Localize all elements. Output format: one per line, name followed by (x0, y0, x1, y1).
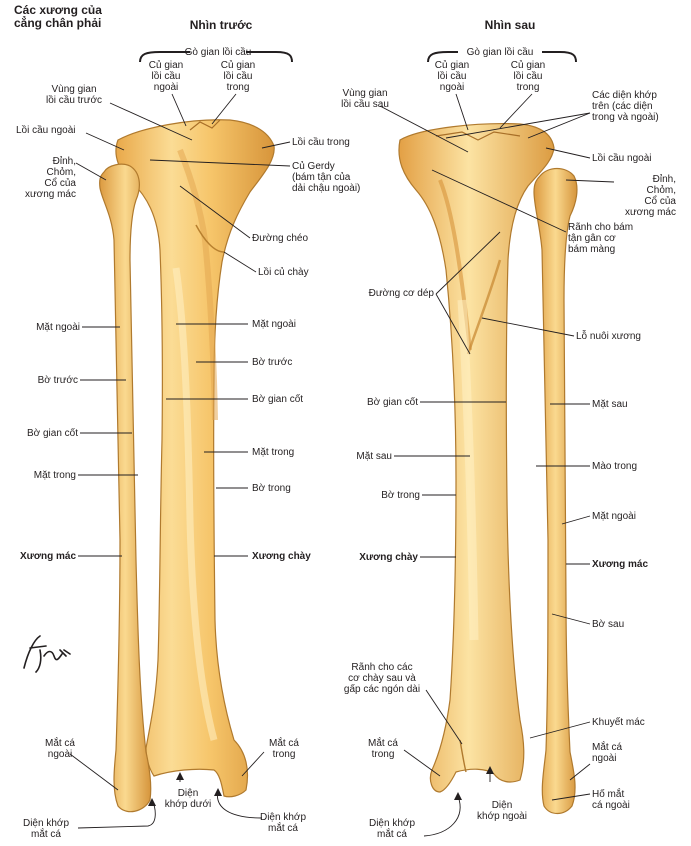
ant-lateral-intercondylar-tubercle-label: Củ gian lồi cầu ngoài (148, 60, 184, 93)
ant-fibula-medial-surface-label: Mặt trong (33, 470, 76, 481)
post-semimembranosus-groove-label: Rãnh cho bám tận gân cơ bám màng (568, 222, 634, 255)
posterior-fibula (533, 167, 578, 815)
posterior-tibia (398, 123, 555, 793)
ant-fibula-interosseous-border-label: Bờ gian cốt (26, 428, 78, 439)
ant-inferior-articular-surface-label: Diện khớp dưới (164, 788, 212, 810)
anterior-eminence-bracket (139, 51, 293, 63)
post-fibula-lateral-surface-label: Mặt ngoài (592, 511, 636, 522)
ant-medial-malleolus-label: Mắt cá trong (268, 738, 299, 760)
post-fibula-label: Xương mác (592, 559, 649, 570)
ant-tibia-label: Xương chày (252, 551, 311, 562)
post-tibia-interosseous-border-label: Bờ gian cốt (366, 397, 418, 408)
ant-oblique-line-label: Đường chéo (252, 233, 309, 244)
ant-tibia-lateral-surface-label: Mặt ngoài (252, 319, 296, 330)
post-medial-intercondylar-tubercle-label: Củ gian lồi cầu trong (510, 60, 546, 93)
post-tibia-medial-border-label: Bờ trong (381, 490, 420, 501)
ant-fibula-anterior-border-label: Bờ trước (37, 375, 78, 386)
anterior-tibia (115, 119, 275, 798)
post-fibula-head-label: Đỉnh, Chỏm, Cổ của xương mác (624, 174, 676, 218)
post-lateral-condyle-label: Lồi cầu ngoài (592, 153, 652, 164)
posterior-leader-lines (379, 93, 615, 837)
anterior-leader-lines (69, 93, 291, 829)
ant-fibula-head-label: Đỉnh, Chỏm, Cổ của xương mác (24, 156, 76, 200)
post-tibia-label: Xương chày (359, 552, 418, 563)
anterior-view-heading: Nhìn trước (189, 18, 253, 32)
post-lateral-malleolus-label: Mắt cá ngoài (592, 742, 623, 764)
ant-lateral-condyle-label: Lồi cầu ngoài (16, 125, 76, 136)
post-malleolar-articular-surface-label: Diện khớp mắt cá (368, 818, 416, 840)
post-nutrient-foramen-label: Lỗ nuôi xương (576, 331, 641, 342)
figure-title: Các xương của cẳng chân phải (14, 3, 102, 30)
ant-tibia-medial-border-label: Bờ trong (252, 483, 291, 494)
ant-fibula-label: Xương mác (19, 551, 76, 562)
ant-tibia-anterior-border-label: Bờ trước (252, 357, 293, 368)
post-posterior-intercondylar-area-label: Vùng gian lồi cầu sau (341, 88, 389, 110)
ant-tibia-malleolar-articular-surface-label: Diện khớp mắt cá (259, 812, 307, 834)
ant-tibia-medial-surface-label: Mặt trong (252, 447, 295, 458)
ant-fibula-malleolar-articular-surface-label: Diện khớp mắt cá (22, 818, 70, 840)
ant-medial-intercondylar-tubercle-label: Củ gian lồi cầu trong (220, 60, 256, 93)
post-fibula-posterior-border-label: Bờ sau (592, 619, 625, 630)
post-fibula-posterior-surface-label: Mặt sau (592, 399, 628, 410)
post-tibia-posterior-surface-label: Mặt sau (356, 451, 392, 462)
ant-intercondylar-eminence-label: Gò gian lồi cầu (184, 47, 252, 58)
post-tibialis-posterior-groove-label: Rãnh cho các cơ chày sau và gấp các ngón… (343, 662, 421, 695)
post-fibular-articular-surface-label: Diện khớp ngoài (477, 800, 527, 822)
ant-tibial-tuberosity-label: Lồi củ chày (258, 267, 309, 278)
arrowheads (148, 766, 494, 806)
artist-signature (23, 635, 71, 673)
ant-anterior-intercondylar-area-label: Vùng gian lồi cầu trước (45, 84, 103, 106)
post-lateral-intercondylar-tubercle-label: Củ gian lồi cầu ngoài (434, 60, 470, 93)
post-malleolar-fossa-label: Hố mắt cá ngoài (592, 789, 630, 811)
posterior-eminence-bracket (427, 51, 577, 63)
ant-fibula-lateral-surface-label: Mặt ngoài (36, 322, 80, 333)
post-medial-malleolus-label: Mắt cá trong (367, 738, 398, 760)
ant-tibia-interosseous-border-label: Bờ gian cốt (252, 394, 304, 405)
post-superior-articular-surfaces-label: Các diện khớp trên (các diện trong và ng… (592, 90, 659, 123)
ant-lateral-malleolus-label: Mắt cá ngoài (44, 738, 75, 760)
post-medial-crest-label: Mào trong (592, 461, 638, 472)
anterior-fibula (99, 163, 152, 813)
post-intercondylar-eminence-label: Gò gian lồi cầu (466, 47, 534, 58)
ant-gerdy-tubercle-label: Củ Gerdy (bám tận của dải chậu ngoài) (292, 161, 361, 194)
post-malleolar-groove-label: Khuyết mác (592, 717, 645, 728)
posterior-view-heading: Nhìn sau (484, 18, 536, 32)
ant-medial-condyle-label: Lồi cầu trong (292, 137, 350, 148)
post-soleal-line-label: Đường cơ dép (368, 288, 434, 299)
